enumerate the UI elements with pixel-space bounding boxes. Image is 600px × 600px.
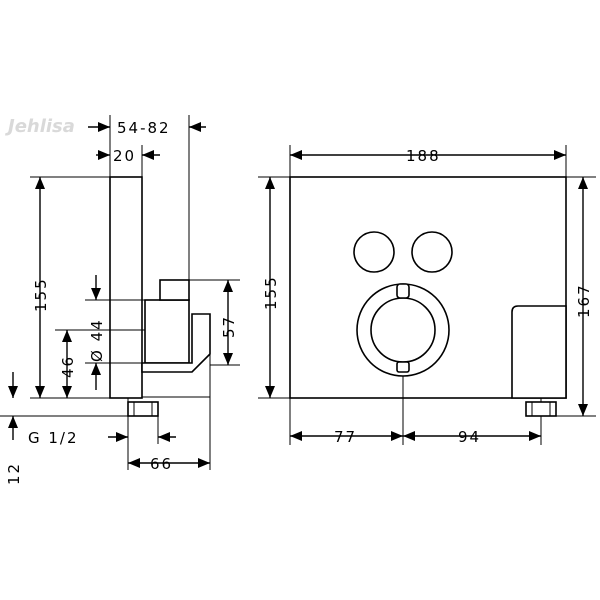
hose-holder <box>511 305 567 399</box>
thermostat-knob-inner <box>370 297 436 363</box>
dim-total-height: 167 <box>575 283 593 318</box>
dim-height: 155 <box>32 277 50 312</box>
dim-depth-range: 54-82 <box>117 119 171 137</box>
side-housing <box>141 313 211 373</box>
dim-plate-thickness: 20 <box>113 147 136 165</box>
front-view: 188 155 167 77 94 <box>258 145 596 446</box>
dim-center-to-outlet: 94 <box>458 428 481 446</box>
dim-bottom-offset: 12 <box>5 462 23 485</box>
side-plate <box>109 176 143 399</box>
dim-offset: 46 <box>59 355 77 378</box>
dim-left-to-center: 77 <box>334 428 357 446</box>
watermark-logo: Jehlisa <box>5 116 75 137</box>
dim-projection: 66 <box>150 455 173 473</box>
side-outlet-nut <box>127 401 159 417</box>
push-button-left <box>353 231 395 273</box>
side-body-top <box>159 279 190 301</box>
push-button-right <box>411 231 453 273</box>
knob-marker <box>396 283 410 299</box>
dim-body-height: 57 <box>220 315 238 338</box>
side-view: 54-82 20 155 46 Ø 44 57 12 <box>0 115 240 485</box>
dim-front-height: 155 <box>262 275 280 310</box>
dim-front-width: 188 <box>406 147 441 165</box>
knob-bottom-marker <box>396 361 410 373</box>
dim-diameter: Ø 44 <box>88 318 106 362</box>
side-body <box>144 299 190 364</box>
front-outlet-nut <box>525 401 557 417</box>
dim-thread: G 1/2 <box>28 429 79 447</box>
